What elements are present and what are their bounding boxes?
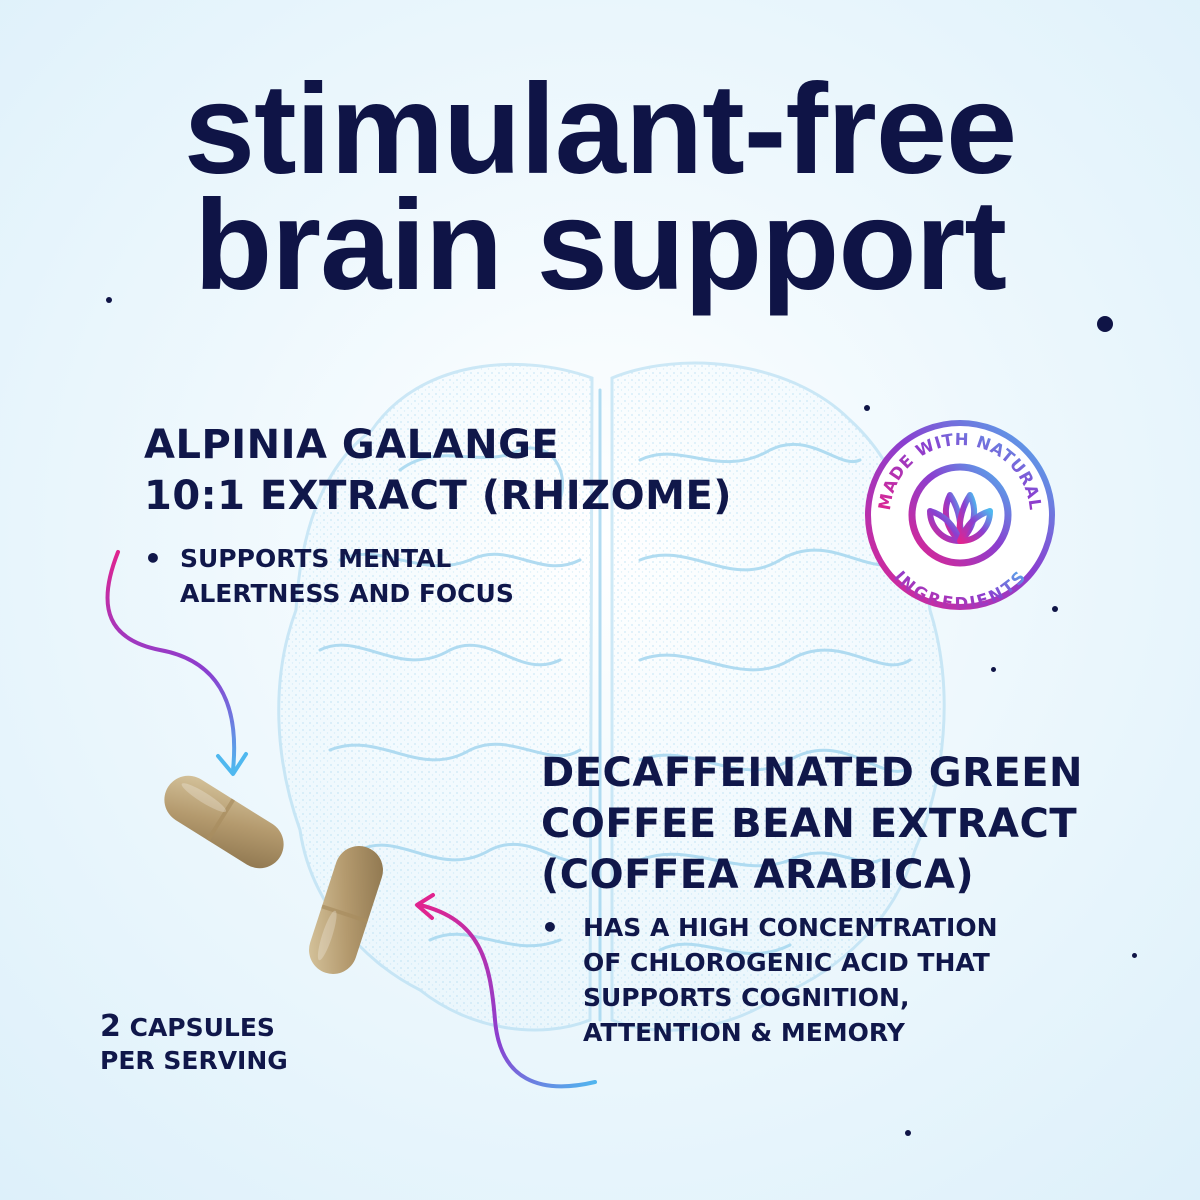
ingredient-1-title-line-1: ALPINIA GALANGE xyxy=(144,422,560,468)
capsule-2 xyxy=(309,846,383,974)
ingredient-2-title-line-1: DECAFFEINATED GREEN xyxy=(541,750,1084,796)
ingredient-2-bullet-line-3: SUPPORTS COGNITION, xyxy=(583,983,910,1012)
ingredient-2-bullet-line-4: ATTENTION & MEMORY xyxy=(583,1018,905,1047)
serving-line-1: 2 CAPSULES xyxy=(100,1010,288,1044)
ingredient-2-bullet-line-1: HAS A HIGH CONCENTRATION xyxy=(583,913,998,942)
ingredient-1-title-line-2: 10:1 EXTRACT (RHIZOME) xyxy=(144,473,733,519)
ingredient-2-title: DECAFFEINATED GREEN COFFEE BEAN EXTRACT … xyxy=(541,748,1083,901)
serving-count: 2 xyxy=(100,1009,121,1044)
serving-size: 2 CAPSULES PER SERVING xyxy=(100,1010,288,1077)
capsule-1 xyxy=(164,775,284,869)
ingredient-2-bullet-line-2: OF CHLOROGENIC ACID THAT xyxy=(583,948,990,977)
bullet-marker: • xyxy=(541,911,559,944)
decorative-dot xyxy=(905,1130,911,1136)
arrow-to-capsule-2 xyxy=(415,893,597,1089)
decorative-dot xyxy=(864,405,870,411)
decorative-dot xyxy=(1132,953,1137,958)
ingredient-2-bullet-text: HAS A HIGH CONCENTRATION OF CHLOROGENIC … xyxy=(583,910,998,1050)
headline: stimulant-free brain support xyxy=(0,58,1200,317)
arrow-to-capsule-1 xyxy=(105,550,248,776)
decorative-dot xyxy=(1052,606,1058,612)
ingredient-2-title-line-3: (COFFEA ARABICA) xyxy=(541,852,975,898)
ingredient-1-bullet-text: SUPPORTS MENTAL ALERTNESS AND FOCUS xyxy=(180,541,514,611)
ingredient-1-bullet-line-1: SUPPORTS MENTAL xyxy=(180,544,452,573)
decorative-dot xyxy=(1097,316,1113,332)
bullet-marker: • xyxy=(144,542,162,575)
natural-ingredients-badge: MADE WITH NATURAL INGREDIENTS xyxy=(865,420,1055,613)
ingredient-1-title: ALPINIA GALANGE 10:1 EXTRACT (RHIZOME) xyxy=(144,420,732,522)
ingredient-1-bullet-line-2: ALERTNESS AND FOCUS xyxy=(180,579,514,608)
ingredient-2-title-line-2: COFFEE BEAN EXTRACT xyxy=(541,801,1078,847)
headline-line-2: brain support xyxy=(194,174,1007,317)
headline-line-1: stimulant-free xyxy=(183,58,1017,201)
decorative-dot xyxy=(991,667,996,672)
serving-unit: CAPSULES xyxy=(129,1013,275,1042)
leaf-icon xyxy=(927,492,993,544)
decorative-dot xyxy=(106,297,112,303)
serving-line-2: PER SERVING xyxy=(100,1046,288,1075)
